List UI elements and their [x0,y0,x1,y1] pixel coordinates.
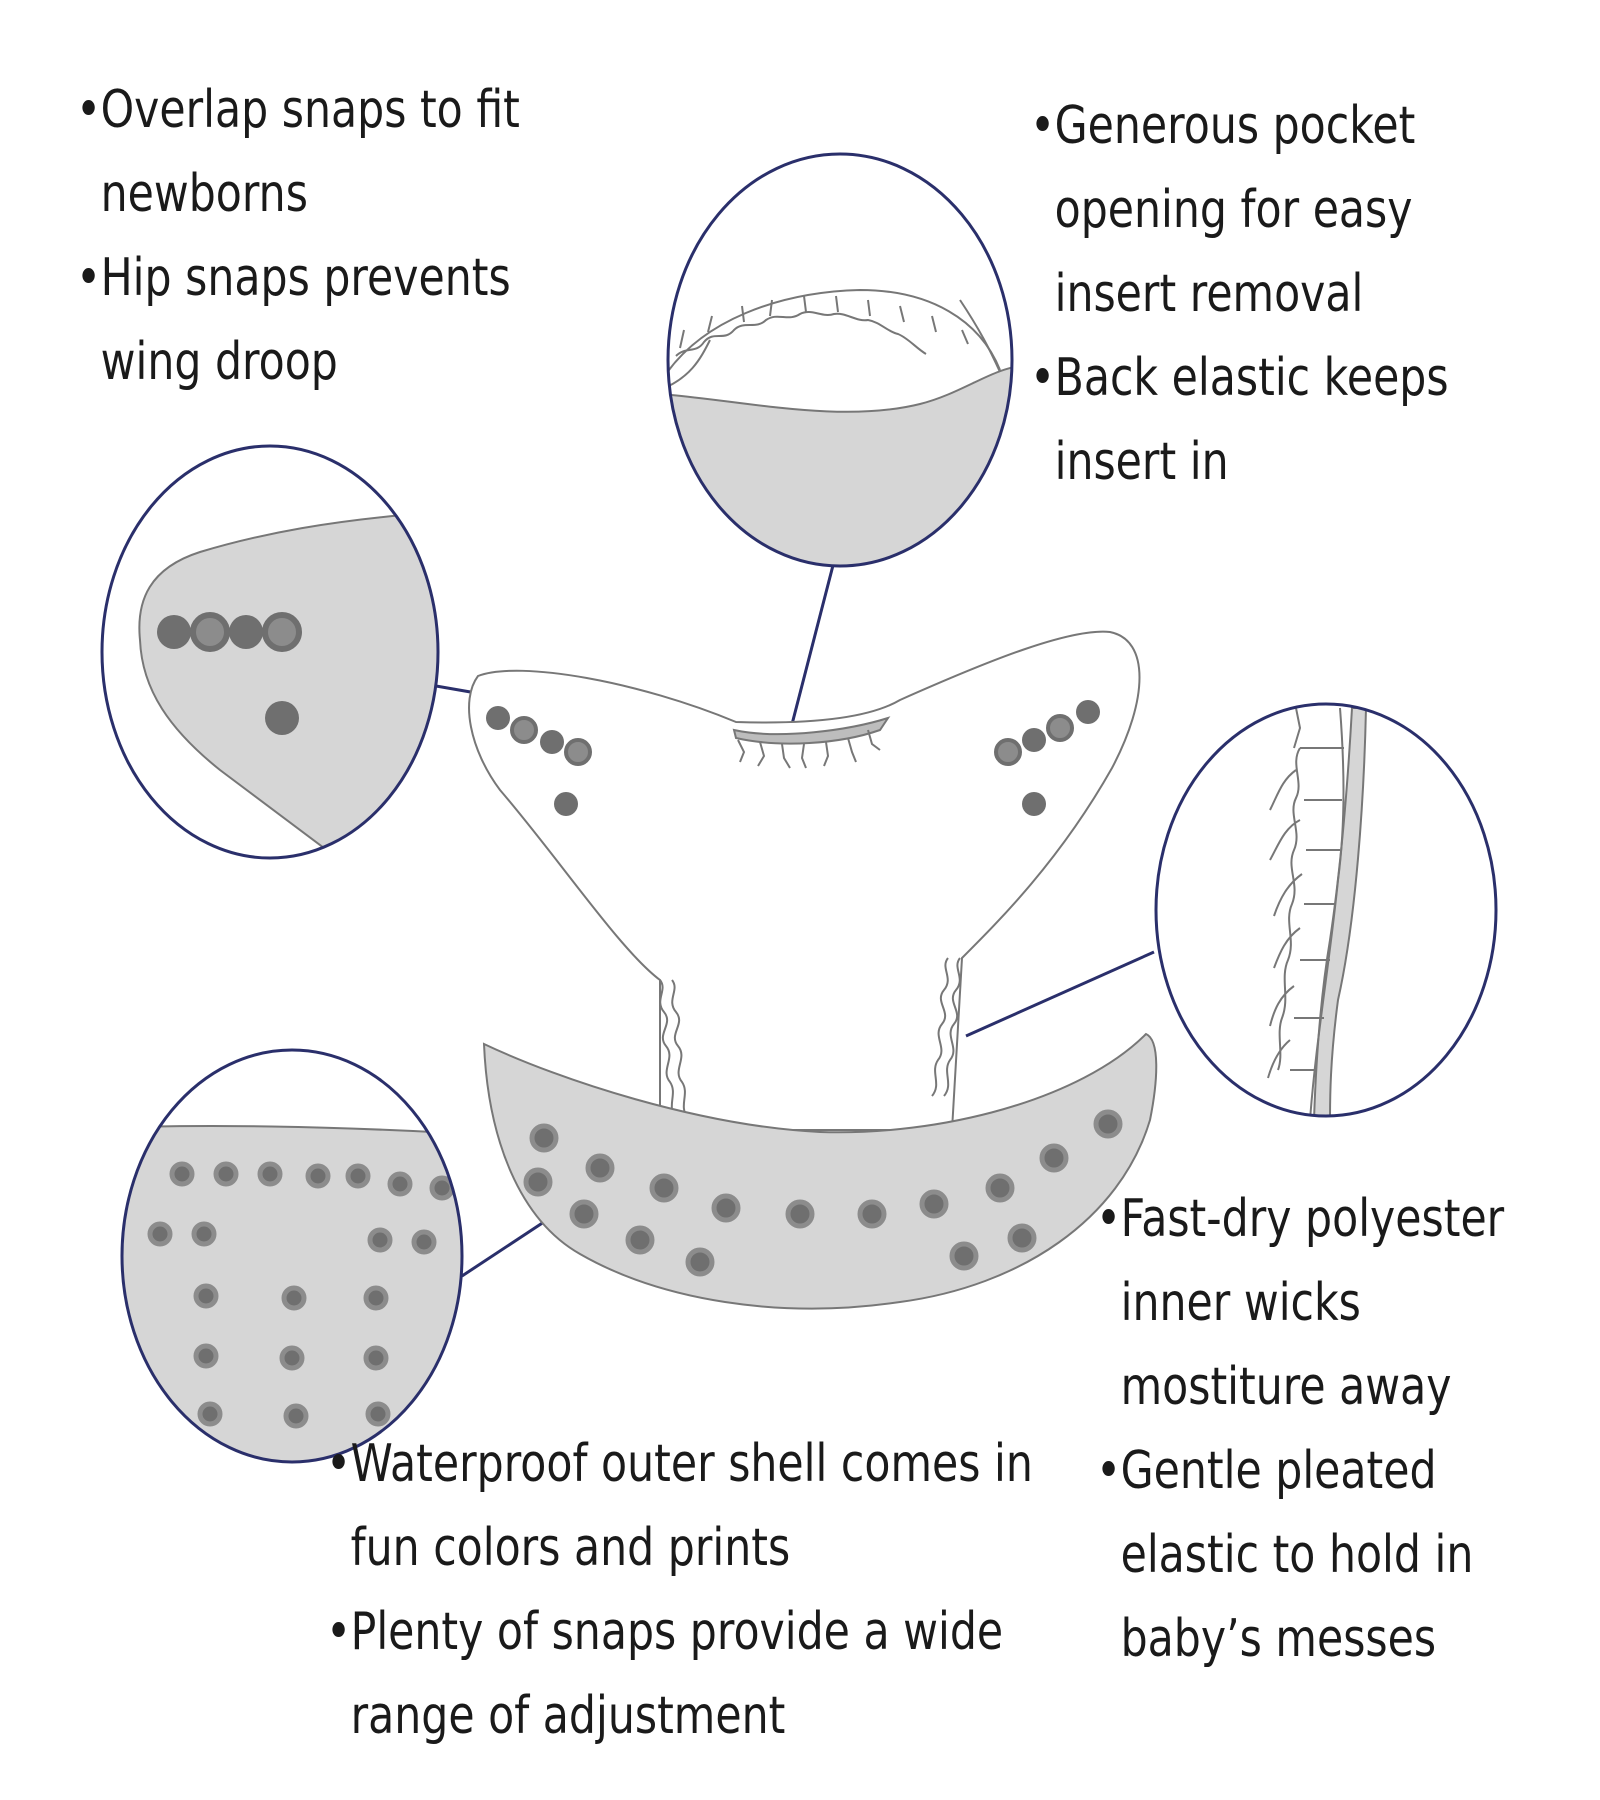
callout-item-plenty-snaps: Plenty of snaps provide a wide range of … [326,1590,1064,1758]
diaper-inner-body [468,630,1141,1131]
detail-circle-leg-elastic [1154,702,1498,1118]
callout-item-pleated-elastic: Gentle pleated elastic to hold in baby’s… [1096,1429,1522,1681]
callout-item-back-elastic: Back elastic keeps insert in [1030,336,1456,504]
callout-bottom-left: Waterproof outer shell comes in fun colo… [326,1422,1226,1758]
right-wing-snaps [994,700,1100,816]
callout-top-left: Overlap snaps to fit newborns Hip snaps … [76,68,696,404]
left-leg-gathers-2 [671,979,689,1119]
leader-line-front-snaps [461,1212,557,1278]
detail-circle-front-snaps [120,1048,464,1464]
left-wing-snaps [486,706,592,816]
right-leg-gathers [931,957,949,1097]
callout-item-waterproof-shell: Waterproof outer shell comes in fun colo… [326,1422,1064,1590]
left-leg-gathers [659,979,677,1119]
callout-item-fast-dry-inner: Fast-dry polyester inner wicks mostiture… [1096,1177,1522,1429]
callout-bottom-right: Fast-dry polyester inner wicks mostiture… [1096,1177,1600,1681]
callout-item-newborn-snaps: Overlap snaps to fit newborns [76,68,584,236]
right-leg-gathers-2 [943,957,961,1097]
callout-item-hip-snaps: Hip snaps prevents wing droop [76,236,584,404]
callout-item-pocket-opening: Generous pocket opening for easy insert … [1030,84,1456,336]
detail-circle-hip-snaps [100,444,440,860]
leader-line-leg-elastic [965,950,1155,1038]
callout-top-right: Generous pocket opening for easy insert … [1030,84,1550,504]
detail-circle-pocket [666,152,1014,568]
back-elastic-gathers [737,729,881,769]
front-shell-snaps [523,1109,1123,1277]
leader-line-pocket [788,545,840,733]
pocket-opening [732,716,891,745]
